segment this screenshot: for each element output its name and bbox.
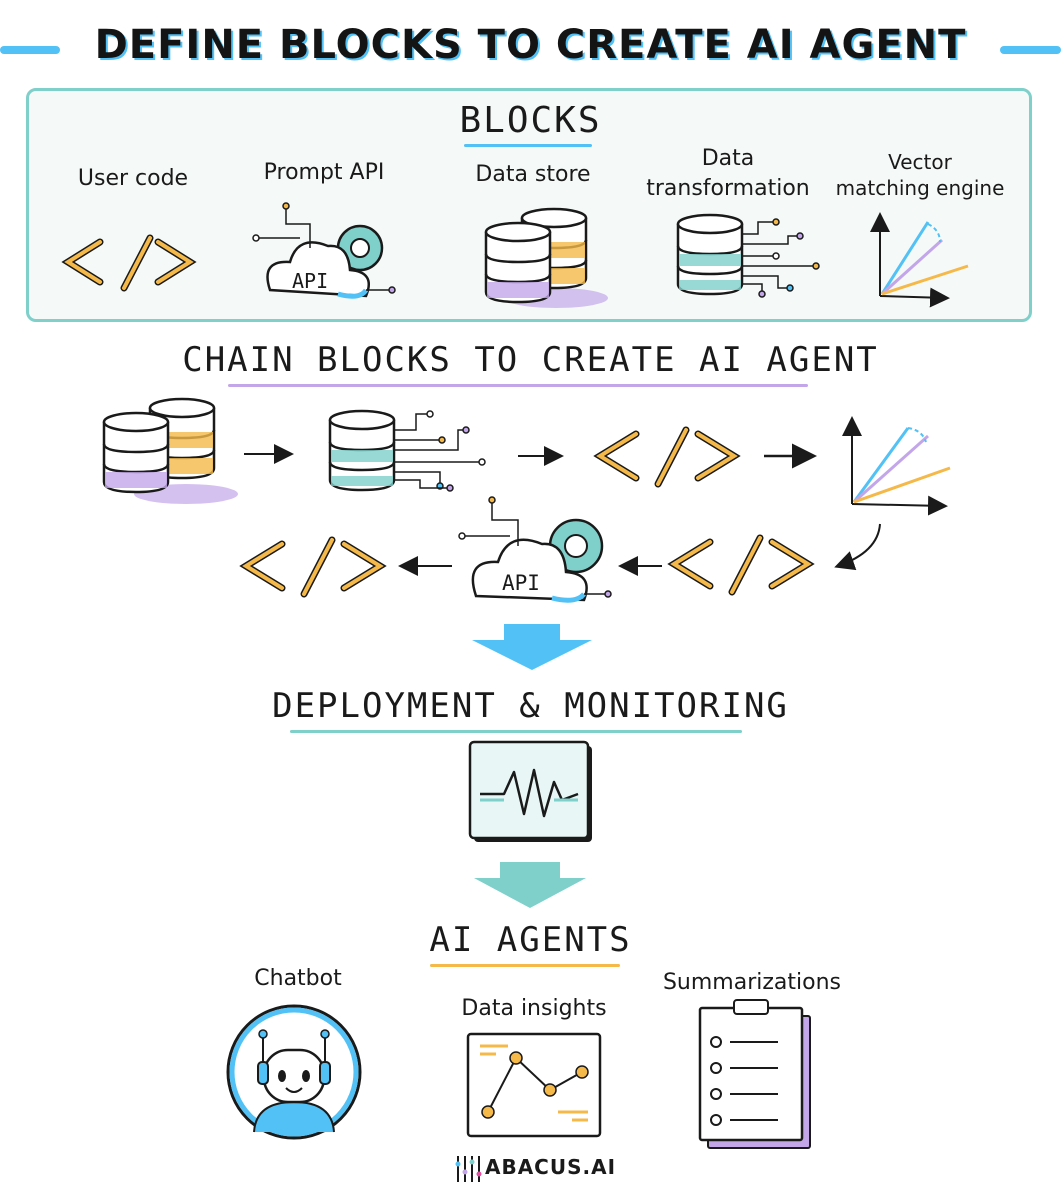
user-code-icon	[61, 234, 197, 292]
flow-arrow-teal	[474, 862, 586, 908]
data-insights-icon	[466, 1032, 602, 1138]
chain-prompt-api-icon: API	[458, 496, 612, 603]
data-store-icon	[484, 207, 608, 308]
blocks-heading: BLOCKS	[459, 100, 602, 141]
chatbot-icon	[226, 1004, 362, 1140]
blocks-heading-underline	[464, 144, 592, 147]
block-label-vector-2: matching engine	[835, 176, 1005, 200]
block-label-data-transformation-2: transformation	[646, 176, 810, 201]
chain-heading-underline	[228, 384, 808, 387]
chain-heading: CHAIN BLOCKS TO CREATE AI AGENT	[182, 340, 879, 380]
title-dash-right	[1000, 46, 1061, 54]
deployment-heading: DEPLOYMENT & MONITORING	[272, 686, 789, 726]
deployment-heading-underline	[290, 730, 742, 733]
block-label-vector-1: Vector	[888, 150, 952, 174]
page-title: DEFINE BLOCKS TO CREATE AI AGENT	[94, 22, 967, 68]
title-dash-left	[0, 46, 60, 54]
block-label-user-code: User code	[77, 166, 189, 191]
clipboard-icon	[698, 999, 811, 1149]
block-label-data-store: Data store	[475, 162, 591, 187]
agent-label-data-insights: Data insights	[461, 996, 607, 1021]
flow-arrow-blue	[472, 624, 592, 670]
monitor-icon	[468, 740, 592, 842]
chain-prompt-api-icon-text: API	[502, 571, 540, 595]
chain-data-transformation-icon	[328, 409, 486, 492]
block-label-prompt-api: Prompt API	[263, 160, 385, 185]
agent-label-summarizations: Summarizations	[662, 970, 842, 995]
agents-heading: AI AGENTS	[429, 920, 632, 960]
data-transformation-icon	[676, 213, 820, 298]
prompt-api-icon: API	[252, 202, 396, 299]
prompt-api-icon-text: API	[292, 269, 328, 293]
chain-data-store-icon	[102, 397, 238, 504]
brand-name: ABACUS.AI	[484, 1155, 617, 1179]
chain-user-code-icon-2	[667, 534, 815, 596]
vector-engine-icon	[870, 212, 969, 308]
chain-arrow-curve	[834, 523, 881, 571]
chain-vector-engine-icon	[842, 416, 951, 516]
chain-user-code-icon-1	[593, 426, 741, 488]
agents-heading-underline	[430, 964, 620, 967]
abacus-logo-icon	[455, 1156, 482, 1182]
agent-label-chatbot: Chatbot	[254, 966, 342, 991]
block-label-data-transformation-1: Data	[701, 146, 755, 171]
chain-user-code-icon-3	[239, 536, 387, 598]
